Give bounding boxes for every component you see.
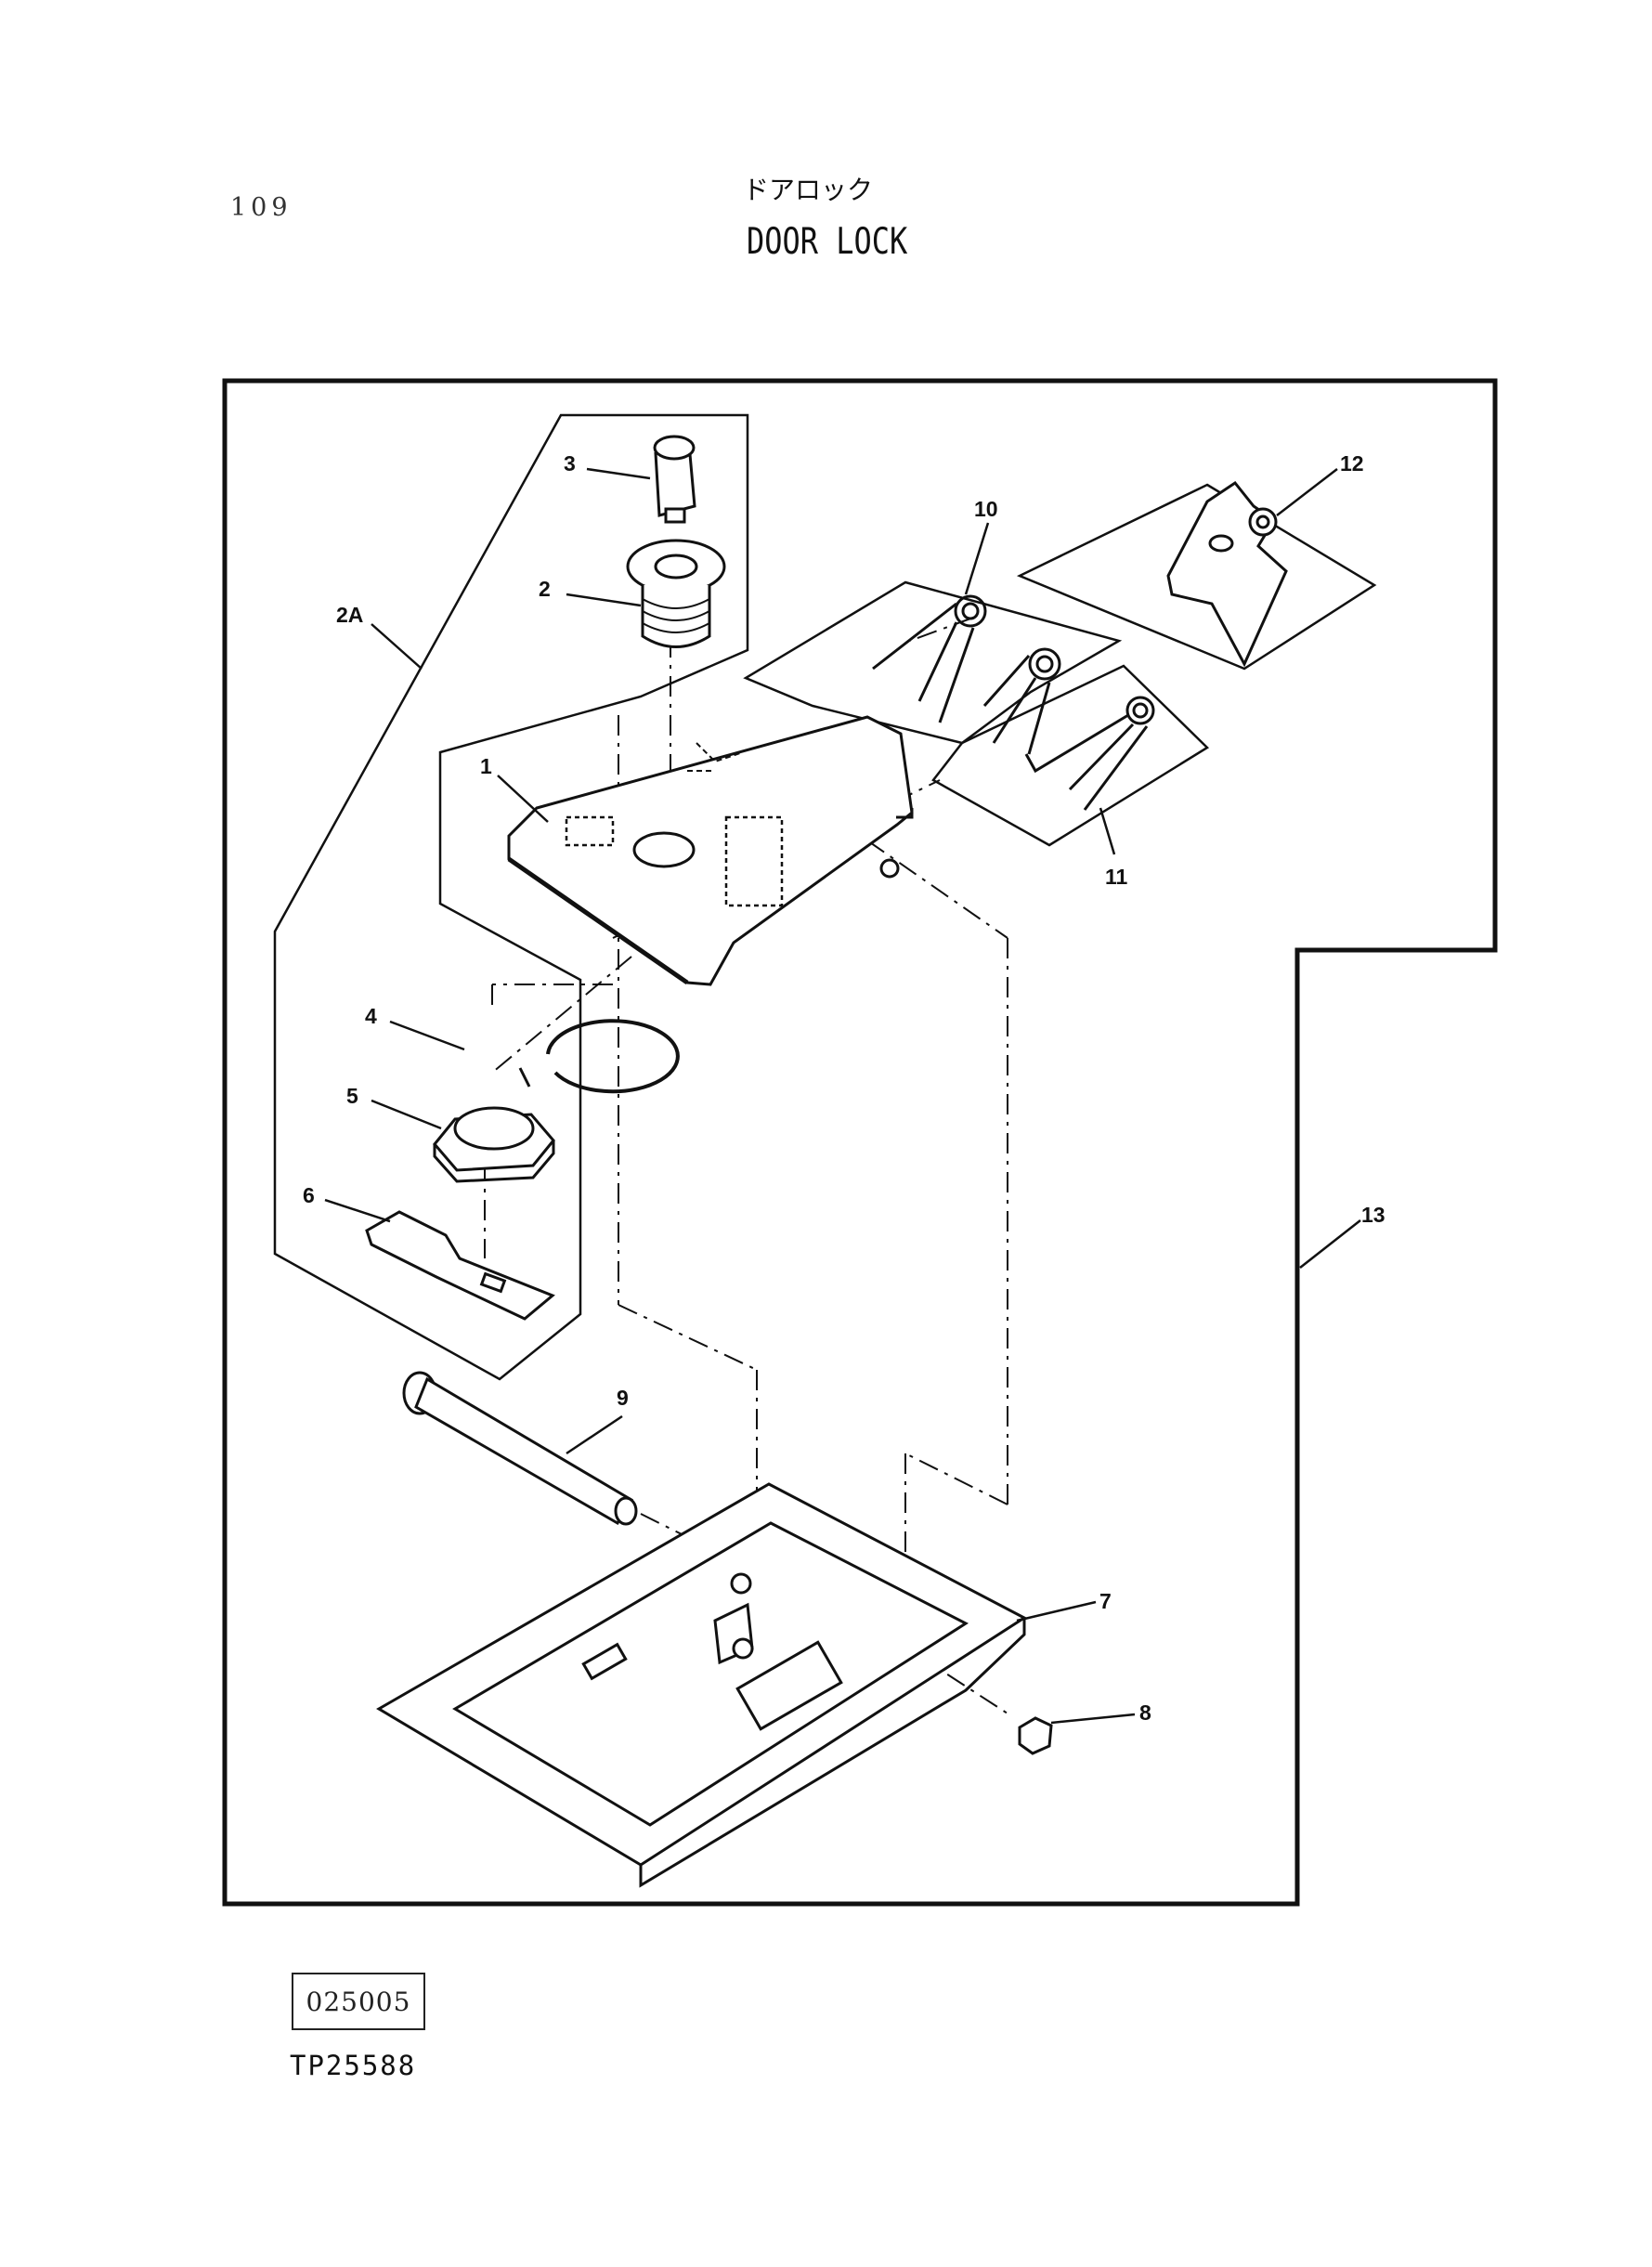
drawing-code-box: 025005 [292,1973,425,2030]
callout-7: 7 [1099,1589,1112,1613]
callout-2a: 2A [336,603,363,627]
drawing-reference: TP25588 [290,2050,417,2081]
part-10-panel [743,580,1123,745]
callout-12: 12 [1340,451,1364,476]
frame-outline-13 [222,378,1498,1907]
part-11-panel [931,664,1210,847]
part-10-spring [872,594,1061,755]
group-2a-outline [273,413,749,1381]
part-5-nut [433,1106,555,1183]
callout-3: 3 [564,451,576,476]
callout-11: 11 [1105,865,1128,889]
callout-2: 2 [539,577,551,601]
callout-1: 1 [480,754,492,778]
part-7-base [376,1482,1027,1888]
callout-4: 4 [365,1004,377,1028]
part-9-pin [402,1371,638,1526]
title-japanese: ドアロック [743,175,874,205]
page-number: 109 [230,193,293,222]
part-11-spring [1024,696,1155,811]
part-8-small-nut [1018,1716,1053,1755]
part-1-body [507,715,914,986]
part-6-plate [365,1210,555,1321]
callout-6: 6 [303,1183,315,1207]
part-2-bushing [626,539,726,648]
part-12-latch [1166,480,1288,668]
part-12-panel [1016,483,1377,671]
part-3-cylinder [653,435,696,524]
page-title: DOOR LOCK [747,221,908,263]
callout-13: 13 [1361,1203,1385,1227]
callout-5: 5 [346,1084,358,1108]
part-4-snap-ring [546,1019,680,1094]
callout-9: 9 [617,1386,629,1410]
callout-8: 8 [1139,1700,1151,1725]
callout-10: 10 [974,497,998,521]
